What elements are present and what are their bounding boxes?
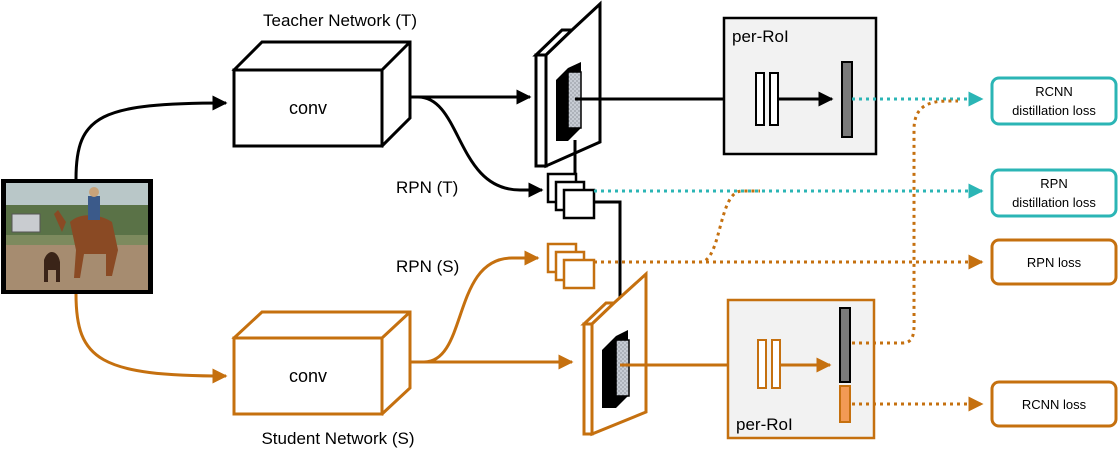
teacher-conv-label: conv — [289, 98, 327, 118]
rpn-student-label: RPN (S) — [396, 257, 459, 276]
student-per-roi-panel — [726, 298, 876, 440]
teacher-per-roi-label: per-RoI — [732, 27, 789, 46]
input-image — [1, 179, 153, 294]
teacher-conv-to-rpn-arrow — [417, 95, 544, 198]
teacher-feature-map — [532, 0, 602, 169]
teacher-network-label: Teacher Network (T) — [263, 11, 417, 30]
student-conv-box — [231, 310, 412, 416]
rpn-distill-line2: distillation loss — [1012, 195, 1096, 210]
image-to-student-arrow — [74, 293, 228, 384]
student-rcnn-distill-dotted — [852, 99, 958, 345]
rcnn-loss-box: RCNN loss — [990, 380, 1118, 428]
teacher-rpn-stack — [546, 172, 596, 220]
student-rpn-distill-dotted — [594, 189, 760, 264]
student-network-label: Student Network (S) — [261, 429, 414, 448]
teacher-conv-box — [231, 40, 412, 148]
student-conv-label: conv — [289, 366, 327, 386]
image-to-teacher-arrow — [74, 95, 228, 180]
student-conv-to-rpn-arrow — [423, 250, 540, 364]
teacher-per-roi-panel — [722, 16, 878, 156]
rpn-loss-box: RPN loss — [990, 238, 1118, 286]
rcnn-distillation-loss-box: RCNN distillation loss — [990, 76, 1118, 126]
student-feature-map — [580, 270, 648, 437]
rcnn-distill-line1: RCNN — [1035, 84, 1073, 99]
teacher-rpn-to-student-feature-arrow — [594, 200, 628, 336]
rcnn-distill-line2: distillation loss — [1012, 103, 1096, 118]
rpn-loss-label: RPN loss — [1027, 255, 1082, 270]
rcnn-loss-label: RCNN loss — [1022, 397, 1087, 412]
student-per-roi-label: per-RoI — [736, 415, 793, 434]
student-rpn-stack — [546, 242, 596, 290]
rpn-distillation-loss-box: RPN distillation loss — [990, 168, 1118, 218]
rpn-teacher-label: RPN (T) — [396, 178, 458, 197]
rpn-distill-line1: RPN — [1040, 176, 1067, 191]
